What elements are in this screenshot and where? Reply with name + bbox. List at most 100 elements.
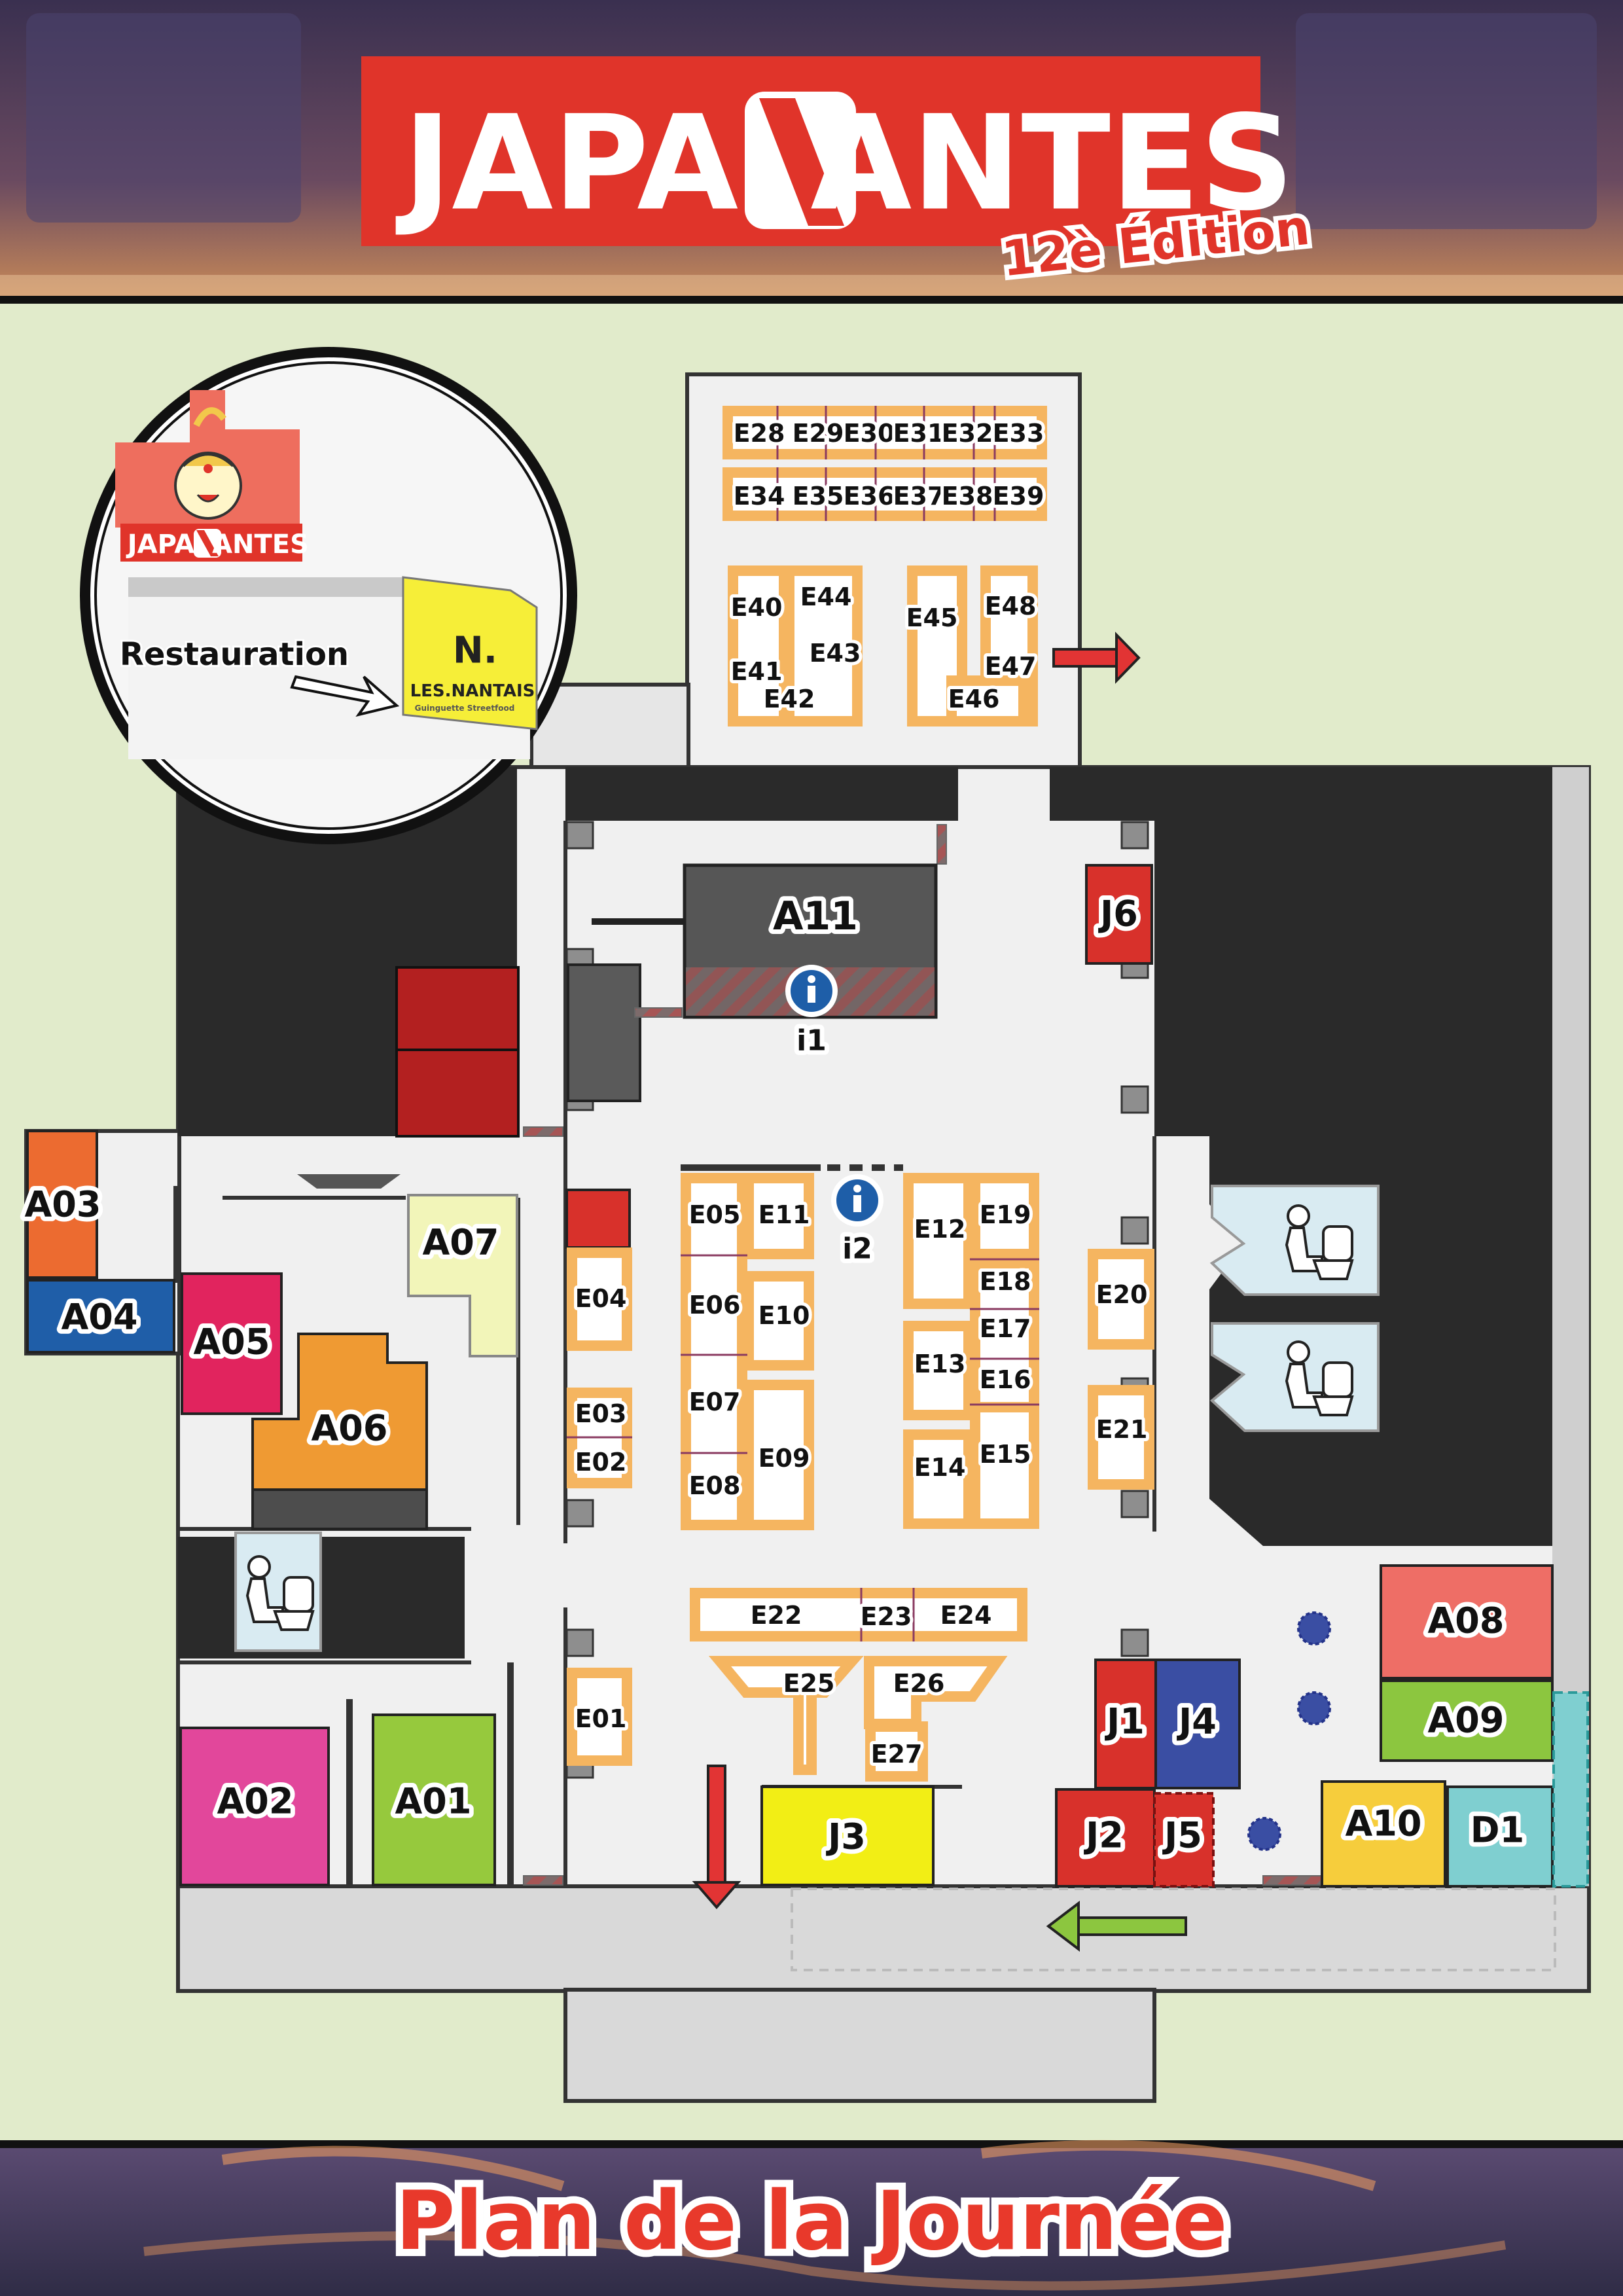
label-E05: E05 [689, 1200, 741, 1229]
exit-arrow-icon [1052, 632, 1141, 684]
stand-A05[interactable] [181, 1272, 283, 1415]
restaurant-logo: N. [453, 630, 497, 672]
label-E38: E38 [942, 482, 993, 511]
label-E28: E28 [734, 419, 785, 448]
label-E43: E43 [810, 639, 861, 668]
stand-A02[interactable] [179, 1727, 330, 1886]
label-A07: A07 [423, 1222, 499, 1263]
label-E20: E20 [1096, 1280, 1148, 1309]
info-icon[interactable] [785, 965, 838, 1017]
exit-arrow-icon [692, 1765, 741, 1910]
stand-J6[interactable] [1085, 864, 1153, 965]
arrow-right-icon [290, 675, 400, 717]
info-icon[interactable] [831, 1174, 883, 1227]
stand-A09[interactable] [1380, 1679, 1554, 1762]
restaurant-booth[interactable]: N. LES.NANTAIS Guinguette Streetfood [402, 576, 538, 730]
label-A11: A11 [773, 893, 858, 939]
label-E36: E36 [844, 482, 895, 511]
label-J5: J5 [1162, 1815, 1202, 1856]
logo-text-left: JAPA [395, 88, 738, 240]
stand-A04[interactable] [26, 1279, 175, 1354]
stand-A08[interactable] [1380, 1564, 1554, 1679]
label-E09: E09 [758, 1444, 810, 1473]
label-E23: E23 [861, 1602, 912, 1631]
label-E01: E01 [575, 1704, 627, 1733]
label-J2: J2 [1083, 1815, 1124, 1856]
stand-J3[interactable] [760, 1785, 935, 1886]
restaurant-tagline: Guinguette Streetfood [415, 704, 515, 713]
label-E42: E42 [764, 685, 815, 713]
label-i2: i2 [842, 1232, 872, 1266]
label-E44: E44 [800, 583, 852, 611]
label-E29: E29 [793, 419, 844, 448]
label-A06: A06 [312, 1408, 388, 1449]
stand-J5[interactable] [1153, 1792, 1215, 1888]
label-E35: E35 [793, 482, 844, 511]
stand-A10[interactable] [1321, 1780, 1446, 1888]
label-E06: E06 [689, 1291, 741, 1319]
label-E48: E48 [985, 592, 1037, 620]
logo-text-right: ANTES [810, 88, 1294, 240]
header-banner [0, 0, 1623, 304]
label-A04: A04 [62, 1297, 138, 1338]
entrance-arrow-icon [1046, 1900, 1187, 1952]
inset-logo-right: ANTES [212, 529, 309, 560]
label-A01: A01 [395, 1781, 472, 1822]
label-E13: E13 [914, 1350, 966, 1378]
footer-title: Plan de la Journée [395, 2174, 1227, 2269]
label-A02: A02 [217, 1781, 294, 1822]
label-A09: A09 [1428, 1700, 1505, 1741]
label-E40: E40 [731, 593, 783, 622]
label-E45: E45 [906, 603, 958, 632]
label-E12: E12 [914, 1215, 966, 1244]
label-E30: E30 [844, 419, 895, 448]
label-i1: i1 [796, 1024, 827, 1058]
restaurant-label: Restauration [120, 636, 349, 673]
stand-A06[interactable] [251, 1333, 428, 1530]
stand-A03[interactable] [26, 1130, 98, 1279]
stand-J2[interactable] [1055, 1788, 1156, 1888]
restaurant-inset: JAPA ANTES N. LES.NANTAIS Guinguette Str… [80, 347, 577, 844]
label-E21: E21 [1096, 1415, 1148, 1444]
logo-n-mark [745, 92, 856, 229]
stand-A01[interactable] [372, 1713, 496, 1886]
toilet-icon [1285, 1340, 1354, 1416]
label-A10: A10 [1346, 1803, 1422, 1844]
toilet-left [234, 1532, 322, 1652]
label-E10: E10 [758, 1301, 810, 1330]
toilet-icon [245, 1555, 315, 1631]
label-A08: A08 [1428, 1600, 1505, 1641]
label-J6: J6 [1097, 893, 1138, 935]
label-E04: E04 [575, 1284, 627, 1313]
label-E07: E07 [689, 1388, 741, 1416]
stand-labels: A11 J6 A03 A04 A05 A07 A06 A02 A01 A08 A… [20, 416, 1529, 1862]
label-J1: J1 [1104, 1701, 1145, 1742]
label-J3: J3 [825, 1816, 866, 1857]
label-E26: E26 [893, 1669, 945, 1698]
label-E19: E19 [980, 1200, 1031, 1229]
label-E25: E25 [783, 1669, 835, 1698]
label-E24: E24 [940, 1601, 992, 1630]
label-E22: E22 [751, 1601, 802, 1630]
label-A03: A03 [25, 1184, 101, 1225]
inset-logo-left: JAPA [126, 529, 194, 560]
toilet-right-1 [1209, 1185, 1380, 1296]
label-A05: A05 [194, 1321, 270, 1363]
label-E37: E37 [893, 482, 945, 511]
label-E17: E17 [980, 1314, 1031, 1343]
exhibitor-booths [567, 406, 1154, 1782]
label-E32: E32 [942, 419, 993, 448]
waypoint-dots [1247, 1611, 1331, 1851]
label-E11: E11 [758, 1200, 810, 1229]
mascot-icon [115, 390, 300, 528]
label-E41: E41 [731, 657, 783, 686]
label-E02: E02 [575, 1448, 627, 1477]
restaurant-name: LES.NANTAIS [410, 681, 535, 701]
toilet-right-2 [1209, 1322, 1380, 1432]
stand-J4[interactable] [1154, 1659, 1241, 1789]
label-E03: E03 [575, 1399, 627, 1428]
toilet-icon [1285, 1204, 1354, 1280]
floor-plan: A11 J6 A03 A04 A05 A07 A06 A02 A01 A08 A… [20, 372, 1591, 2103]
stand-A07[interactable] [407, 1194, 518, 1357]
